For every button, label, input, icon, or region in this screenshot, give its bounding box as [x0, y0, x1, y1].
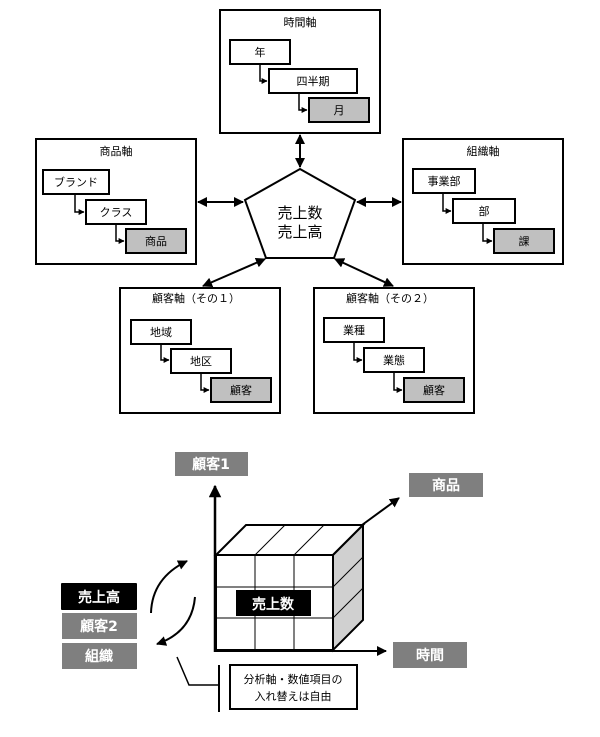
customer1-axis-title: 顧客軸（その１） — [152, 291, 240, 305]
org-axis-title: 組織軸 — [467, 144, 500, 158]
hierarchy-level: 四半期 — [268, 68, 358, 94]
swap-item-label: 組織 — [85, 648, 113, 665]
swap-item-label: 顧客2 — [80, 618, 118, 635]
axis-label-text: 時間 — [416, 647, 444, 664]
hierarchy-connector — [115, 224, 125, 244]
product-axis-title: 商品軸 — [100, 144, 133, 158]
swap-item-active[interactable]: 売上高 — [61, 583, 137, 610]
callout-leader — [176, 656, 220, 686]
hierarchy-level: ブランド — [42, 169, 110, 195]
data-cube: 売上数 — [213, 522, 366, 653]
time-axis-panel: 時間軸 年 四半期 月 — [219, 9, 381, 134]
org-axis-panel: 組織軸 事業部 部 課 — [402, 138, 564, 265]
level-label: 地区 — [190, 355, 212, 368]
level-label: ブランド — [54, 175, 98, 189]
callout-line-2: 入れ替えは自由 — [255, 689, 332, 703]
level-label: 顧客 — [230, 383, 252, 397]
hierarchy-level: 事業部 — [412, 168, 476, 194]
fact-measure-2: 売上高 — [277, 223, 322, 241]
swap-item-label: 売上高 — [78, 589, 120, 606]
cube-cell-label: 売上数 — [252, 596, 295, 613]
hierarchy-level-leaf: 顧客 — [403, 377, 465, 403]
axis-label-vertical[interactable]: 顧客1 — [175, 452, 248, 476]
hierarchy-level: 地区 — [170, 348, 232, 374]
level-label: 月 — [334, 104, 345, 117]
axis-label-depth[interactable]: 商品 — [409, 473, 483, 497]
callout-line-1: 分析軸・数値項目の — [244, 672, 343, 686]
hierarchy-level-leaf: 課 — [493, 228, 555, 254]
product-axis-panel: 商品軸 ブランド クラス 商品 — [35, 138, 197, 265]
level-label: クラス — [100, 206, 133, 219]
time-axis-title: 時間軸 — [284, 15, 317, 29]
rotate-arrow-down — [156, 596, 196, 646]
level-label: 業種 — [343, 323, 365, 337]
level-label: 商品 — [145, 234, 167, 248]
level-label: 顧客 — [423, 383, 445, 397]
hierarchy-level-leaf: 顧客 — [210, 377, 272, 403]
connector-customer1 — [202, 258, 266, 287]
level-label: 四半期 — [297, 74, 330, 88]
axis-label-text: 顧客1 — [192, 456, 230, 473]
hierarchy-level-leaf: 月 — [308, 97, 370, 123]
hierarchy-level-leaf: 商品 — [125, 228, 187, 254]
swap-item[interactable]: 組織 — [62, 643, 137, 669]
level-label: 事業部 — [428, 174, 461, 188]
swap-item[interactable]: 顧客2 — [62, 613, 137, 639]
hierarchy-connector — [298, 93, 308, 113]
hierarchy-connector — [74, 194, 85, 215]
hierarchy-connector — [442, 193, 452, 214]
depth-axis-arrow — [361, 497, 400, 526]
hierarchy-level: 年 — [229, 39, 291, 65]
hierarchy-connector — [160, 344, 170, 363]
hierarchy-connector — [200, 373, 210, 393]
fact-measure-1: 売上数 — [277, 204, 322, 222]
customer2-axis-title: 顧客軸（その２） — [346, 291, 434, 305]
customer1-axis-panel: 顧客軸（その１） 地域 地区 顧客 — [119, 287, 281, 414]
hierarchy-level: クラス — [85, 199, 147, 225]
level-label: 地域 — [150, 326, 172, 339]
hierarchy-connector — [353, 342, 363, 363]
axis-label-horizontal[interactable]: 時間 — [393, 642, 467, 668]
callout-note: 分析軸・数値項目の 入れ替えは自由 — [229, 664, 358, 710]
customer2-axis-panel: 顧客軸（その２） 業種 業態 顧客 — [313, 287, 475, 414]
hierarchy-level: 部 — [452, 198, 516, 224]
fact-pentagon: 売上数 売上高 — [243, 167, 357, 259]
level-label: 年 — [255, 45, 266, 59]
hierarchy-connector — [482, 223, 493, 244]
hierarchy-connector — [393, 372, 403, 393]
hierarchy-level: 業態 — [363, 347, 425, 373]
hierarchy-level: 地域 — [130, 319, 192, 345]
connector-customer2 — [334, 258, 394, 287]
rotate-arrow-up — [150, 560, 188, 614]
axis-label-text: 商品 — [432, 477, 460, 494]
hierarchy-level: 業種 — [323, 317, 385, 343]
hierarchy-connector — [259, 64, 268, 84]
level-label: 課 — [519, 234, 530, 248]
level-label: 業態 — [383, 353, 405, 367]
level-label: 部 — [479, 204, 490, 218]
